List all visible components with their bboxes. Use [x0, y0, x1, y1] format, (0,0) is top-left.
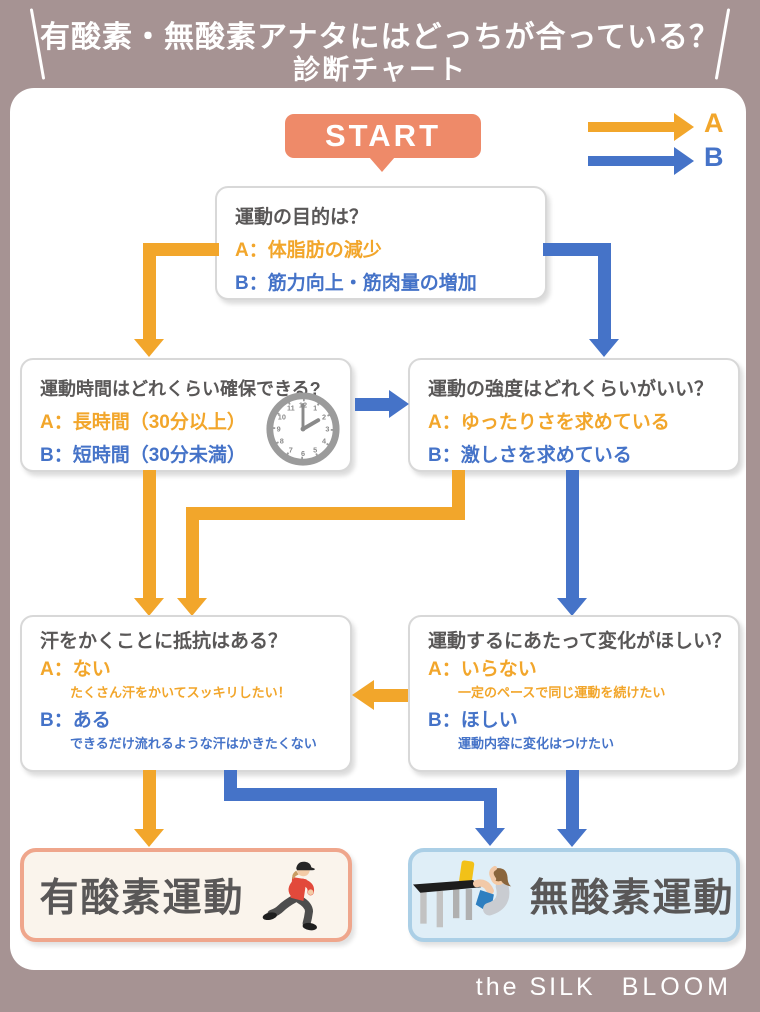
- arrow-q3ra-head: [352, 680, 374, 710]
- question-box-time: 運動時間はどれくらい確保できる? A：長時間（30分以上） B：短時間（30分未…: [20, 358, 352, 472]
- clock-number: 10: [278, 412, 286, 421]
- question-box-purpose: 運動の目的は？ A：体脂肪の減少 B：筋力向上・筋肉量の増加: [215, 186, 547, 300]
- result-box-anaerobic: 無酸素運動: [408, 848, 740, 942]
- clock-icon: 1 2 3 4 5 6 7 8 9 10 11 12: [266, 392, 340, 466]
- arrow-q3lb-head: [475, 828, 505, 846]
- arrow-q2rb-head: [557, 598, 587, 616]
- clock-number: 2: [322, 412, 326, 421]
- arrow-q2ra-vertical2: [186, 507, 199, 599]
- footer-brand-silk: the SILK: [475, 973, 596, 1001]
- question-text: 運動の強度はどれくらいがいい？: [428, 379, 714, 400]
- arrow-q1b-head: [589, 339, 619, 357]
- arrow-q2lb-horizontal: [355, 398, 391, 411]
- legend-arrow-b: [588, 156, 676, 166]
- arrow-q2rb-vertical: [566, 470, 579, 599]
- start-pointer: [369, 157, 395, 172]
- option-b-note: できるだけ流れるような汗はかきたくない: [70, 736, 317, 751]
- question-box-sweat: 汗をかくことに抵抗はある？ A：ない たくさん汗をかいてスッキリしたい！ B：あ…: [20, 615, 352, 772]
- arrow-q2ra-horizontal: [186, 507, 465, 520]
- option-a: A：体脂肪の減少: [235, 240, 382, 261]
- question-text: 汗をかくことに抵抗はある？: [40, 631, 288, 652]
- footer-brand-bloom: BLOOM: [621, 973, 732, 1001]
- situp-icon: [413, 860, 512, 928]
- arrow-q1a-horizontal: [143, 243, 219, 256]
- question-box-variety: 運動するにあたって変化がほしい？ A：いらない 一定のペースで同じ運動を続けたい…: [408, 615, 740, 772]
- start-badge: START: [285, 114, 481, 158]
- arrow-q2ra-head: [177, 598, 207, 616]
- clock-number: 11: [287, 403, 295, 412]
- option-b: B：筋力向上・筋肉量の増加: [235, 273, 477, 294]
- arrow-q3lb-vertical2: [484, 788, 497, 829]
- arrow-q1b-vertical: [598, 243, 611, 340]
- arrow-q1b-horizontal: [543, 243, 611, 256]
- arrow-q2lb-head: [389, 390, 409, 418]
- clock-number: 4: [322, 437, 327, 446]
- header-title: 有酸素・無酸素アナタにはどっちが合っている？: [40, 21, 720, 54]
- legend-arrow-a: [588, 122, 676, 132]
- option-b-note: 運動内容に変化はつけたい: [458, 736, 615, 751]
- question-text: 運動の目的は？: [235, 207, 369, 228]
- arrow-q3rb-vertical: [566, 770, 579, 830]
- clock-number: 6: [301, 449, 305, 458]
- clock-number: 7: [289, 445, 293, 454]
- arrow-q1a-vertical: [143, 243, 156, 340]
- option-a: A：ゆったりさを求めている: [428, 412, 670, 433]
- anaerobic-label: 無酸素運動: [529, 877, 735, 920]
- legend-arrow-a-head: [674, 113, 694, 141]
- legend-label-b: B: [704, 142, 724, 172]
- start-label: START: [324, 118, 442, 153]
- arrow-q2la-vertical: [143, 470, 156, 599]
- header-subtitle: 診断チャート: [293, 55, 467, 85]
- clock-number: 8: [280, 437, 284, 446]
- clock-number: 5: [313, 445, 317, 454]
- option-a: A：長時間（30分以上）: [40, 412, 246, 433]
- footer-brand: the SILK BLOOM: [476, 973, 732, 1002]
- clock-number: 9: [277, 424, 281, 433]
- option-a: A：いらない: [428, 659, 537, 680]
- question-text: 運動するにあたって変化がほしい？: [428, 631, 732, 652]
- arrow-q2la-head: [134, 598, 164, 616]
- aerobic-label: 有酸素運動: [39, 877, 245, 920]
- arrow-q1a-head: [134, 339, 164, 357]
- result-box-aerobic: 有酸素運動: [20, 848, 352, 942]
- option-b: B：ある: [40, 710, 111, 731]
- legend-label-a: A: [704, 108, 724, 138]
- clock-number: 1: [313, 403, 317, 412]
- option-a: A：ない: [40, 659, 111, 680]
- legend-arrow-b-head: [674, 147, 694, 175]
- runner-icon: [262, 861, 317, 931]
- arrow-q3la-vertical: [143, 770, 156, 830]
- arrow-q3rb-head: [557, 829, 587, 847]
- option-b: B：激しさを求めている: [428, 445, 632, 466]
- option-a-note: 一定のペースで同じ運動を続けたい: [458, 685, 666, 700]
- option-a-note: たくさん汗をかいてスッキリしたい！: [70, 685, 291, 700]
- arrow-q3lb-horizontal: [224, 788, 497, 801]
- clock-number: 3: [325, 424, 329, 433]
- option-b: B：ほしい: [428, 710, 518, 731]
- arrow-q3la-head: [134, 829, 164, 847]
- arrow-q3ra-horizontal: [373, 689, 408, 702]
- option-b: B：短時間（30分未満）: [40, 445, 246, 466]
- question-text: 運動時間はどれくらい確保できる?: [40, 379, 321, 399]
- question-box-intensity: 運動の強度はどれくらいがいい？ A：ゆったりさを求めている B：激しさを求めてい…: [408, 358, 740, 472]
